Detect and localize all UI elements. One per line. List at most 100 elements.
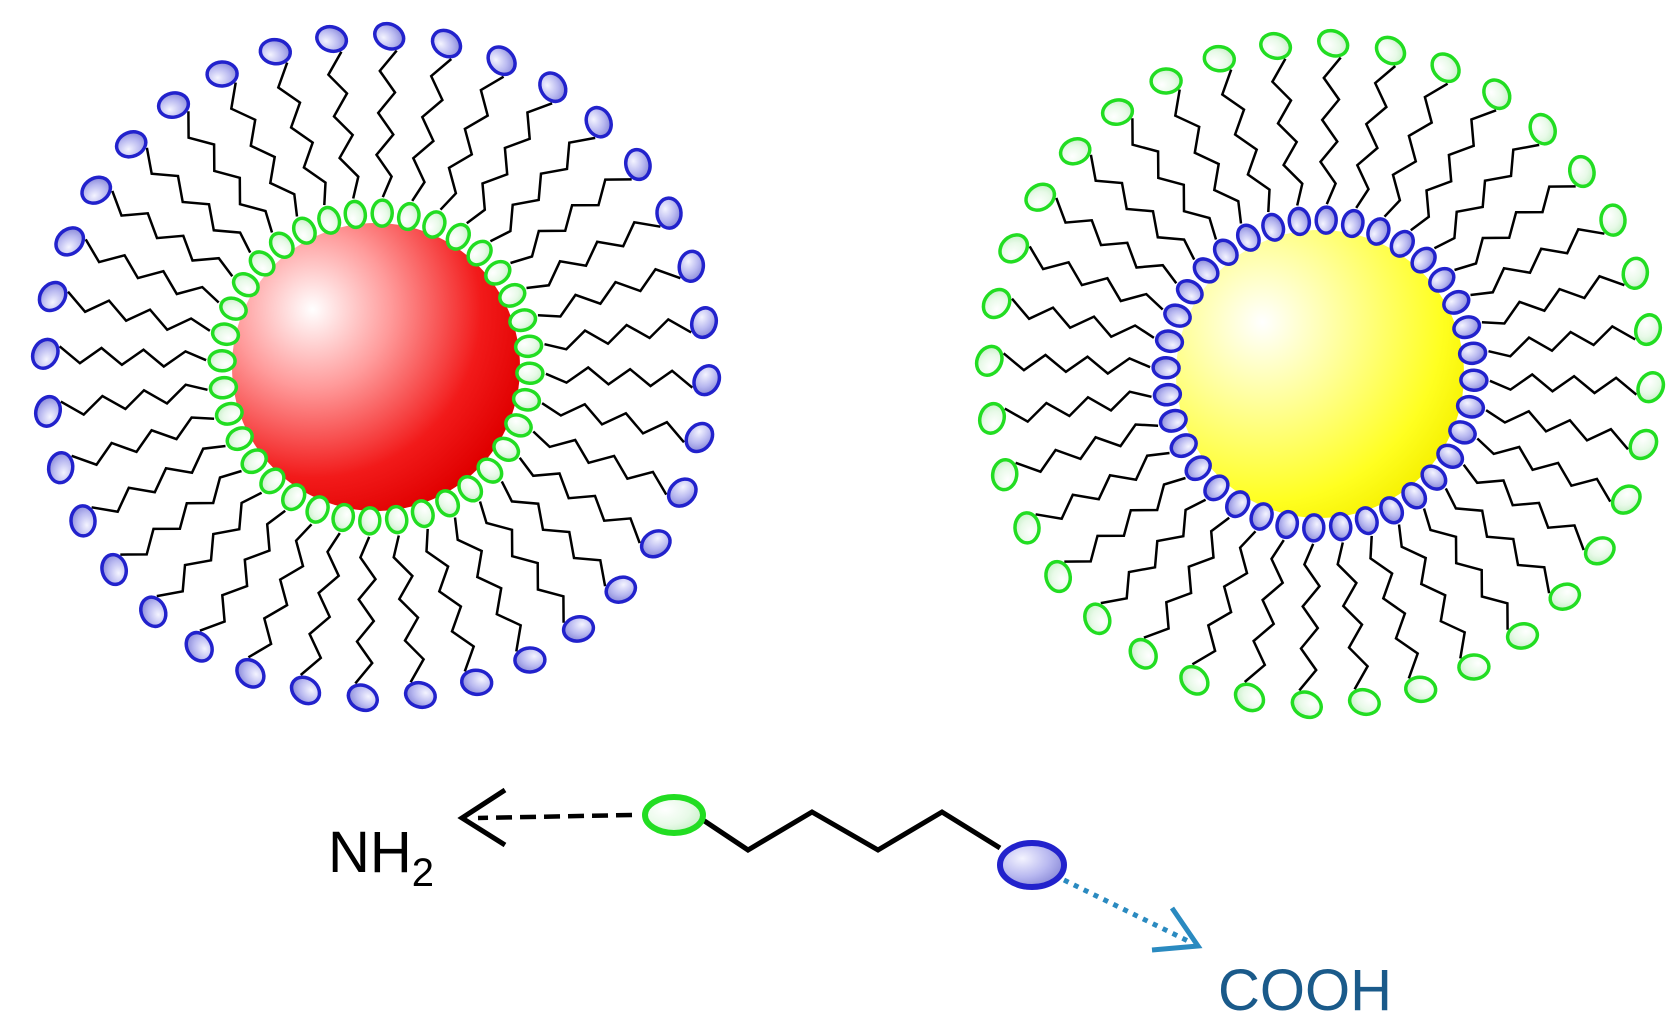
amine-head-group	[1100, 98, 1135, 127]
ligand-chain	[326, 51, 360, 199]
ligand-chain	[1336, 542, 1370, 690]
amine-head-group	[281, 483, 307, 512]
ligand-chain	[67, 290, 211, 332]
carboxyl-head-group	[33, 394, 63, 428]
carboxyl-head-group	[623, 147, 652, 182]
carboxyl-head-group	[1302, 513, 1326, 543]
inner-head-groups	[1151, 205, 1489, 543]
amine-head-group	[317, 205, 342, 235]
ligand-chain	[1089, 154, 1196, 261]
carboxyl-head-group	[430, 28, 463, 59]
carboxyl-head-group	[561, 614, 596, 643]
carboxyl-head-group	[486, 45, 517, 77]
amine-head-group	[445, 222, 471, 251]
carboxyl-head-group	[1287, 206, 1312, 237]
amine-head-group	[457, 475, 484, 503]
carboxyl-head-group	[1151, 356, 1181, 380]
ligand-chain	[392, 535, 426, 683]
amine-head-group	[370, 198, 394, 228]
carboxyl-head-group	[1459, 368, 1489, 392]
ligand-chain	[1015, 423, 1159, 474]
ligand-chain	[84, 238, 220, 304]
ligand-chain	[1064, 476, 1186, 563]
carboxyl-head-group	[139, 595, 168, 629]
ligand-chain	[1454, 185, 1576, 272]
carboxyl-head-group	[538, 71, 568, 104]
amine-head-group	[1083, 602, 1112, 636]
ligand-chain	[1410, 109, 1497, 232]
ligand-chain	[541, 402, 685, 444]
carboxyl-head-group	[1455, 394, 1486, 419]
amine-head-group	[1374, 35, 1407, 66]
carboxyl-head-group	[677, 249, 706, 284]
amine-head-group	[990, 457, 1019, 492]
carboxyl-head-group	[289, 675, 322, 706]
ligand-chain	[1369, 535, 1420, 679]
carboxyl-head-group	[1225, 490, 1251, 519]
ligand-chain	[156, 491, 263, 598]
amine-head-group	[513, 334, 544, 359]
carboxyl-head-group	[666, 477, 698, 508]
amine-head-group	[1567, 154, 1596, 189]
carboxyl-head-group	[1428, 266, 1456, 293]
ligand-chain	[60, 383, 208, 417]
ligand-chain	[1131, 118, 1218, 240]
ligand-chain	[545, 365, 694, 389]
amine-head-group	[1430, 52, 1461, 84]
amine-head-group	[396, 201, 421, 232]
carboxyl-head-group	[1401, 482, 1428, 510]
ligand-chains	[58, 49, 694, 685]
ligand-chain	[1489, 372, 1638, 396]
amine-head-group	[1290, 690, 1323, 720]
ligand-chain	[1397, 524, 1467, 659]
amine-head-group	[1128, 637, 1158, 670]
ligand-chain	[526, 220, 661, 290]
legend-carboxyl-head	[997, 840, 1067, 890]
carboxyl-head-group	[1275, 509, 1300, 540]
ligand-chain	[466, 102, 553, 225]
amine-head-group	[305, 495, 330, 524]
ligand-chain	[1100, 498, 1207, 605]
cooh-arrow-shaft	[1062, 877, 1192, 945]
amine-head-group	[231, 272, 260, 298]
ligand-chain	[532, 430, 668, 496]
carboxyl-head-group	[639, 529, 672, 559]
carboxyl-head-group	[156, 91, 191, 120]
ligand-chain	[111, 190, 234, 277]
ligand-chain	[518, 457, 641, 544]
ligand-chain	[199, 509, 286, 632]
carboxyl-head-group	[1340, 208, 1365, 239]
red-core	[232, 223, 520, 511]
carboxyl-head-group	[1175, 279, 1204, 305]
ligand-chain	[1481, 274, 1625, 325]
carboxyl-head-group	[459, 668, 494, 697]
amine-head-group	[343, 199, 368, 230]
amine-head-group	[484, 259, 512, 286]
amine-head-group	[504, 413, 533, 438]
ligand-chain	[1433, 143, 1540, 250]
amine-head-group	[515, 361, 545, 385]
carboxyl-head-group	[604, 575, 638, 604]
ligand-chain	[1444, 487, 1551, 594]
ligand-chain	[1191, 530, 1257, 666]
amine-head-group	[1621, 256, 1650, 291]
ligand-chain	[91, 444, 226, 514]
carboxyl-head-group	[1261, 212, 1286, 242]
nh2-label: NH2	[328, 820, 434, 895]
carboxyl-head-group	[100, 552, 129, 587]
amine-head-group	[498, 282, 527, 308]
carboxyl-head-group	[114, 130, 148, 159]
ligand-chain	[299, 532, 341, 676]
carboxyl-head-group	[1410, 246, 1437, 274]
amine-head-group	[225, 426, 254, 452]
amine-head-group	[1482, 78, 1512, 111]
ligand-chain	[453, 517, 523, 652]
carboxyl-head-group	[205, 60, 239, 88]
ligand-chain	[1476, 437, 1612, 503]
amine-head-group	[331, 502, 356, 533]
ligand-chains	[1002, 56, 1638, 692]
amine-head-group	[1317, 28, 1350, 58]
cooh-arrowhead	[1151, 906, 1203, 953]
nh2-arrow-shaft	[477, 812, 633, 821]
ligand-chain	[1422, 508, 1509, 630]
